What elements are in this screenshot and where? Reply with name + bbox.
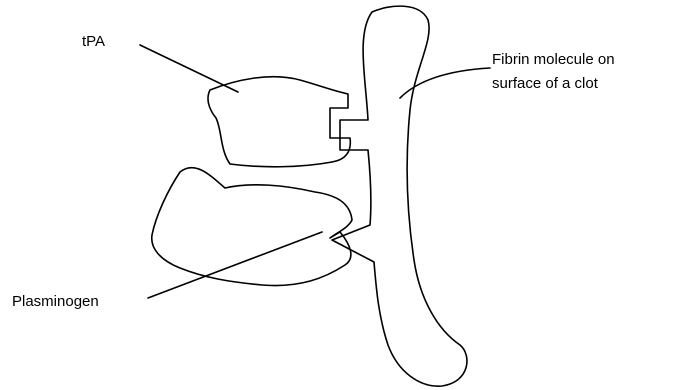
tpa-leader-line — [140, 45, 238, 92]
tpa-label: tPA — [82, 33, 105, 50]
plasminogen-shape — [152, 168, 352, 286]
fibrin-label-line-1: Fibrin molecule on — [492, 51, 615, 68]
fibrin-molecule-shape — [332, 6, 467, 386]
plasminogen-label: Plasminogen — [12, 293, 99, 310]
fibrin-label-line-2: surface of a clot — [492, 75, 599, 92]
tpa-shape — [208, 77, 350, 167]
